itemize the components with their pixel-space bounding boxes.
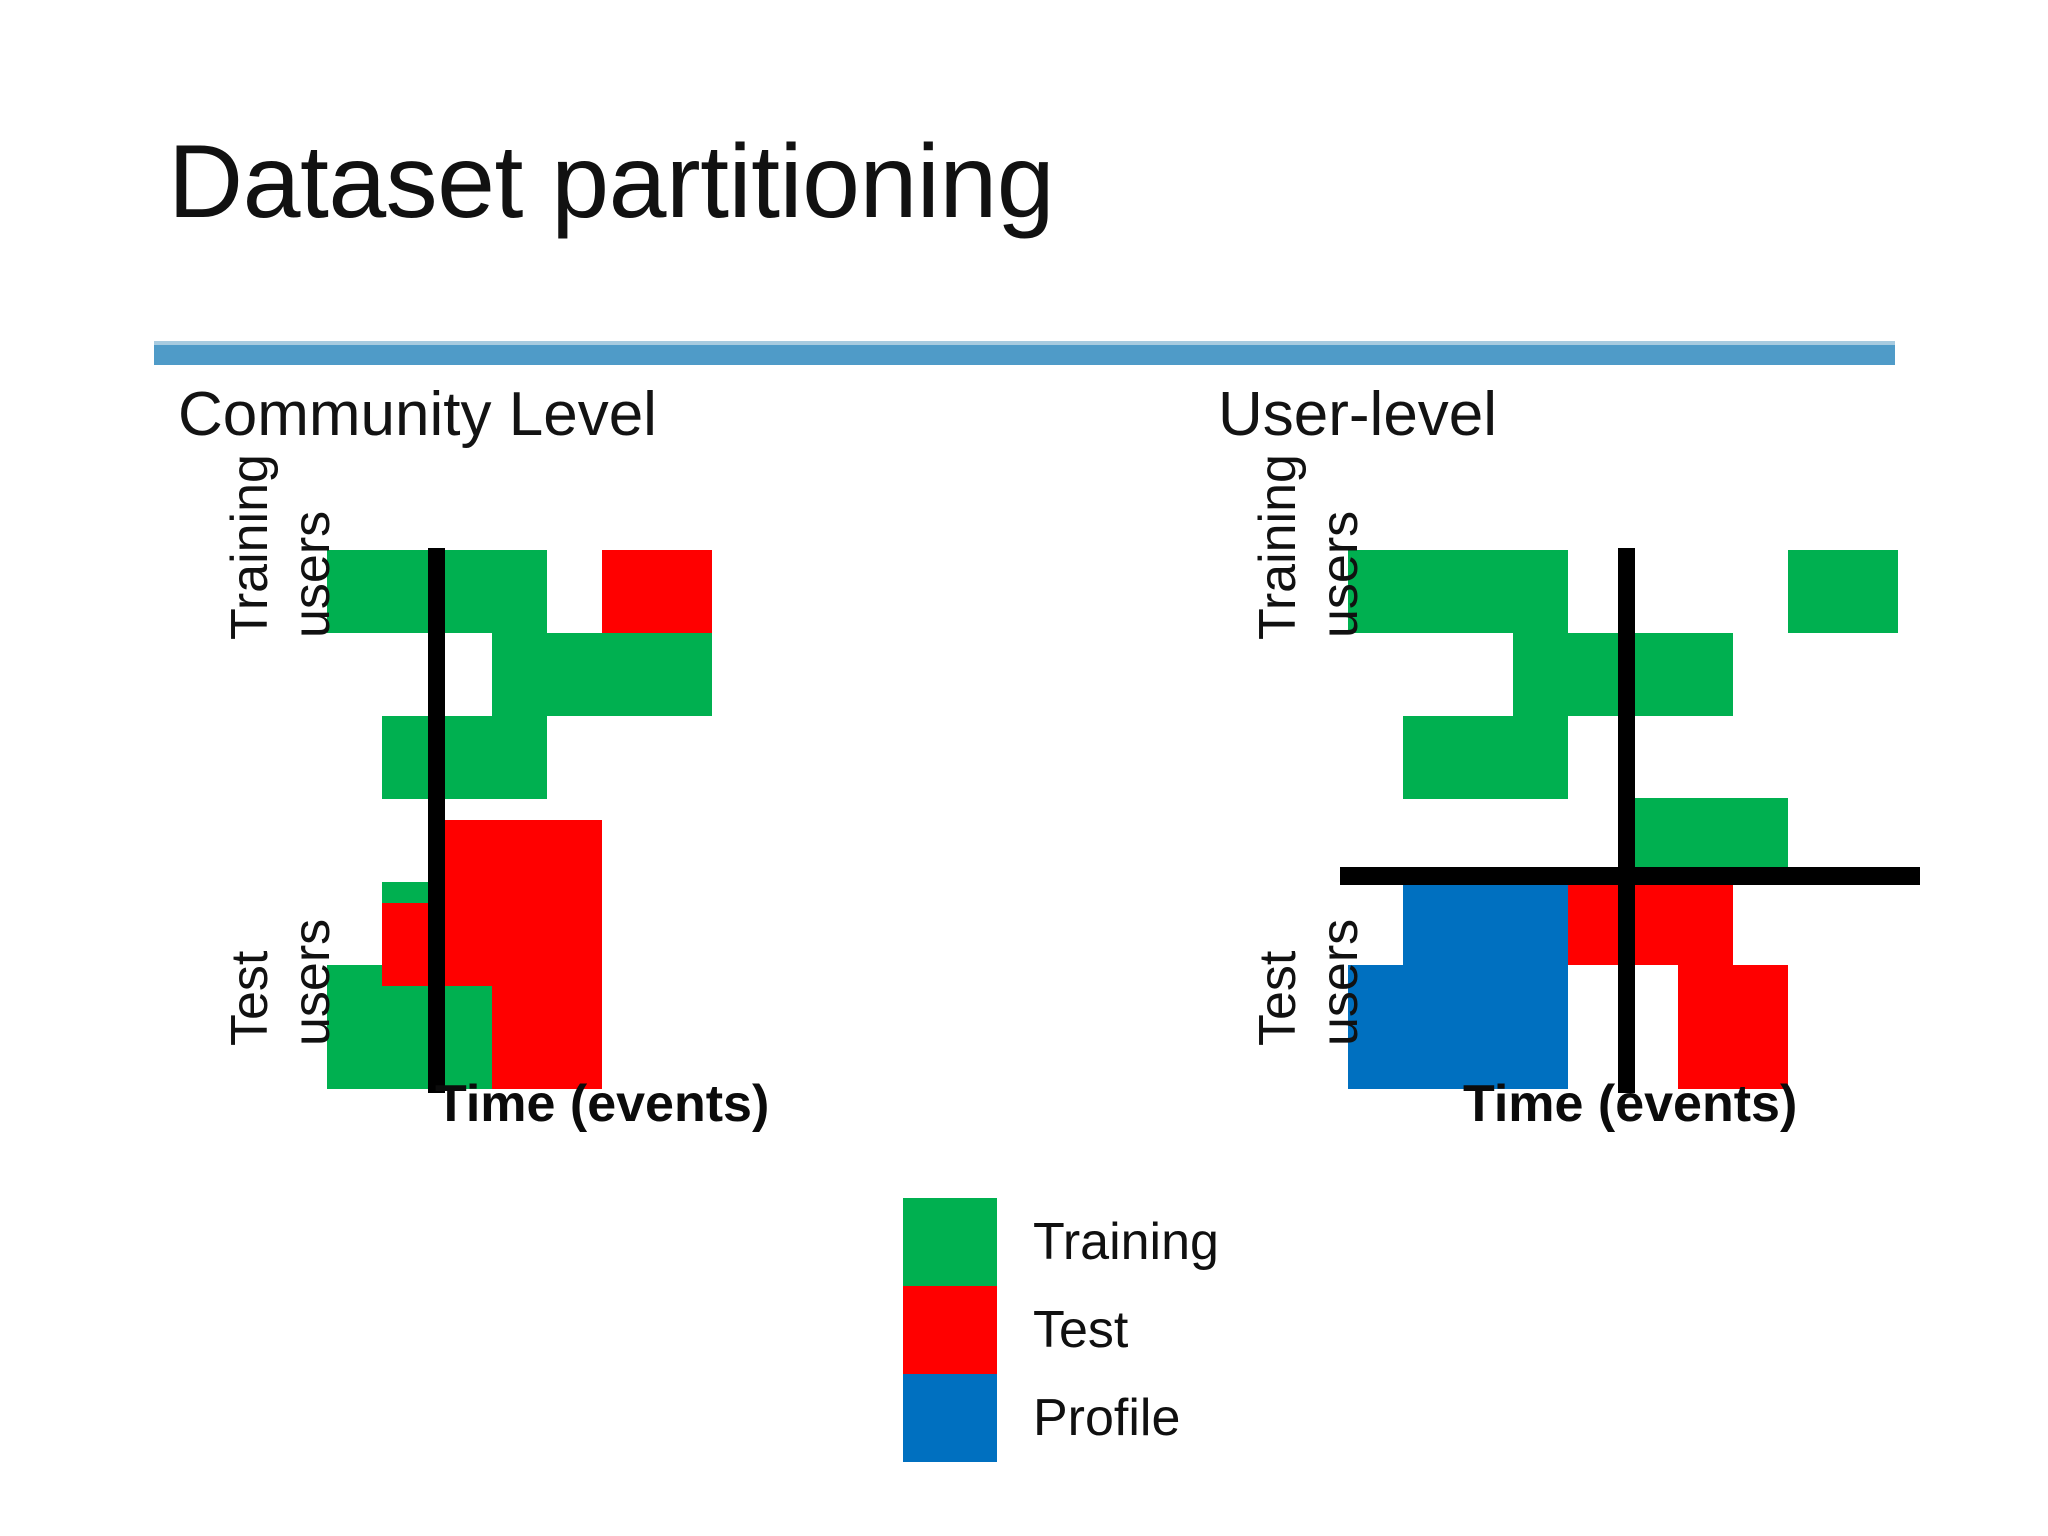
test-swatch-icon: [903, 1286, 997, 1374]
axis-label-training-users-line2: users: [1311, 510, 1369, 638]
block-test: [1678, 965, 1788, 1089]
section-heading-community-level: Community Level: [178, 380, 657, 449]
block-training: [1403, 716, 1568, 799]
legend-label-profile: Profile: [1033, 1389, 1181, 1447]
legend-item: Test: [903, 1286, 1219, 1374]
training-swatch-icon: [903, 1198, 997, 1286]
block-test: [1568, 882, 1733, 965]
x-axis-caption-right: Time (events): [1463, 1075, 1798, 1133]
axis-label-training-users-line2: users: [283, 510, 341, 638]
block-profile: [1403, 882, 1568, 965]
block-test: [602, 550, 712, 633]
block-profile: [1348, 965, 1568, 1089]
x-axis-caption-left: Time (events): [435, 1075, 770, 1133]
split-line-vertical: [1618, 548, 1635, 1093]
split-line-vertical: [428, 548, 445, 1093]
legend-label-training: Training: [1033, 1213, 1219, 1271]
section-heading-user-level: User-level: [1218, 380, 1498, 449]
legend-item: Training: [903, 1198, 1219, 1286]
block-test: [492, 903, 602, 1089]
axis-label-test-users-line2: users: [1311, 918, 1369, 1046]
block-training: [1348, 550, 1568, 633]
axis-label-test-users-line1: Test: [221, 950, 279, 1046]
page-title: Dataset partitioning: [168, 124, 1055, 240]
axis-label-training-users-line1: Training: [221, 454, 279, 640]
block-training: [382, 716, 547, 799]
block-training: [492, 633, 712, 716]
diagram-user-level: [1190, 530, 2048, 1150]
profile-swatch-icon: [903, 1374, 997, 1462]
axis-label-test-users-line1: Test: [1249, 950, 1307, 1046]
axis-label-test-users-line2: users: [283, 918, 341, 1046]
title-divider-rule: [154, 341, 1895, 365]
legend-item: Profile: [903, 1374, 1219, 1462]
block-test: [437, 820, 602, 903]
legend: Training Test Profile: [903, 1198, 1219, 1462]
diagram-community-level: [160, 530, 1060, 1150]
legend-label-test: Test: [1033, 1301, 1129, 1359]
axis-label-training-users-line1: Training: [1249, 454, 1307, 640]
block-training: [1788, 550, 1898, 633]
